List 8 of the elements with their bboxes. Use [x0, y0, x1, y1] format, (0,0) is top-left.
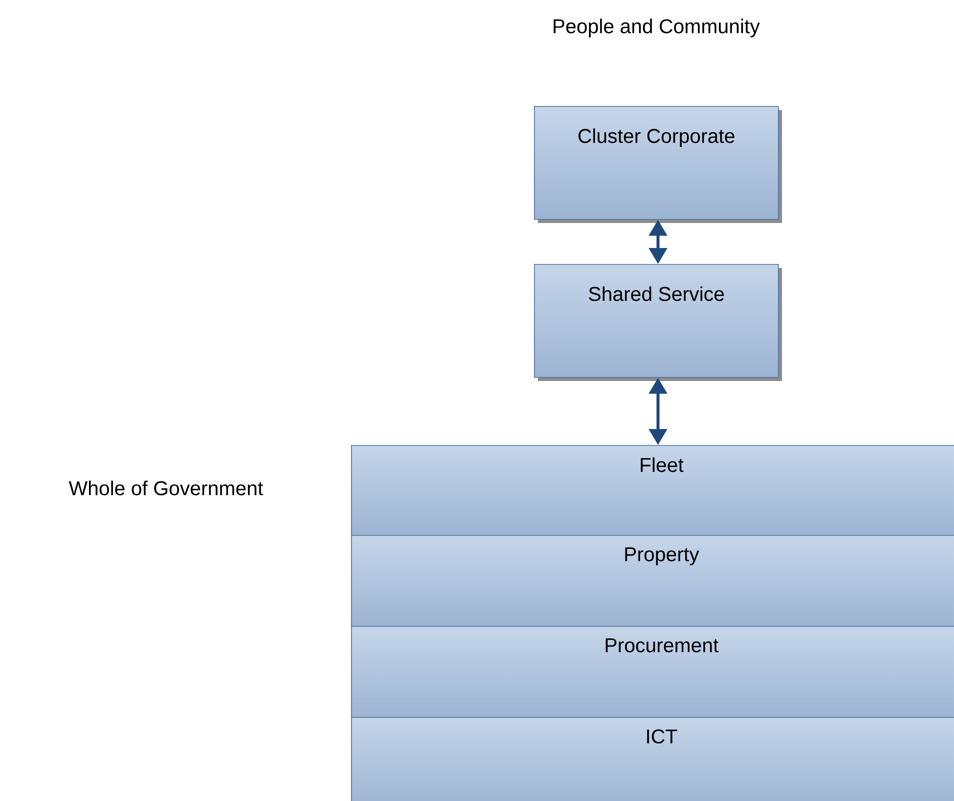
- title: People and Community: [554, 18, 760, 38]
- box: Shared Service: [534, 264, 782, 381]
- box: Property: [351, 534, 954, 627]
- box: ICT: [351, 716, 954, 801]
- box: Procurement: [351, 626, 954, 718]
- box: Fleet: [351, 445, 954, 536]
- side-label: Whole of Government: [68, 480, 264, 496]
- box: Cluster Corporate: [534, 106, 782, 223]
